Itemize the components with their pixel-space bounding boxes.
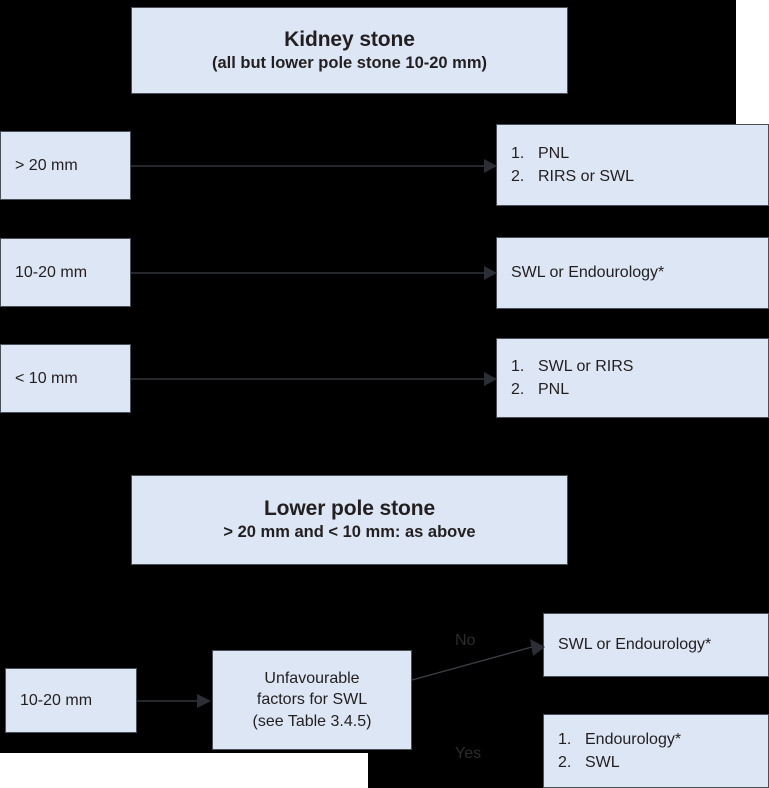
outcome-box-no: SWL or Endourology* bbox=[543, 613, 769, 677]
treatment-box-10-20mm: SWL or Endourology* bbox=[496, 237, 769, 309]
lower-pole-title: Lower pole stone bbox=[263, 497, 436, 521]
kidney-stone-header-box: Kidney stone (all but lower pole stone 1… bbox=[131, 7, 568, 94]
list-number: 2. bbox=[558, 754, 572, 771]
list-text: RIRS or SWL bbox=[538, 168, 635, 185]
size-label-10-20mm: 10-20 mm bbox=[15, 263, 88, 281]
lower-pole-header-box: Lower pole stone > 20 mm and < 10 mm: as… bbox=[131, 475, 568, 565]
size-label-over-20mm: > 20 mm bbox=[15, 156, 78, 174]
list-number: 1. bbox=[511, 144, 525, 162]
treatment-list-under-10mm: 1. SWL or RIRS 2. PNL bbox=[511, 355, 633, 401]
list-number: 2. bbox=[511, 381, 525, 398]
size-box-under-10mm: < 10 mm bbox=[0, 344, 131, 413]
size-label-under-10mm: < 10 mm bbox=[15, 369, 78, 387]
size-label-lower-10-20mm: 10-20 mm bbox=[20, 691, 93, 709]
list-text: PNL bbox=[538, 144, 570, 162]
branch-label-no: No bbox=[455, 632, 476, 649]
lower-pole-subtitle: > 20 mm and < 10 mm: as above bbox=[223, 523, 476, 542]
outcome-text-no: SWL or Endourology* bbox=[558, 636, 712, 654]
kidney-stone-title: Kidney stone bbox=[284, 27, 415, 51]
list-text: SWL bbox=[585, 754, 620, 771]
list-item: 2. PNL bbox=[511, 378, 633, 401]
list-text: SWL or RIRS bbox=[538, 357, 634, 375]
treatment-box-under-10mm: 1. SWL or RIRS 2. PNL bbox=[496, 338, 769, 418]
size-box-lower-10-20mm: 10-20 mm bbox=[5, 668, 137, 733]
branch-label-yes: Yes bbox=[455, 745, 482, 762]
list-number: 1. bbox=[511, 357, 525, 375]
decision-line-1: Unfavourable bbox=[264, 669, 360, 687]
list-item: 1. SWL or RIRS bbox=[511, 355, 633, 378]
size-box-10-20mm: 10-20 mm bbox=[0, 238, 131, 307]
decision-box-unfavourable-factors: Unfavourable factors for SWL (see Table … bbox=[212, 650, 412, 750]
list-text: Endourology* bbox=[585, 730, 682, 748]
list-item: 2. RIRS or SWL bbox=[511, 165, 634, 188]
list-number: 1. bbox=[558, 730, 572, 748]
treatment-text-10-20mm: SWL or Endourology* bbox=[511, 264, 665, 282]
outcome-box-yes: 1. Endourology* 2. SWL bbox=[543, 714, 769, 788]
list-text: PNL bbox=[538, 381, 570, 398]
list-number: 2. bbox=[511, 168, 525, 185]
list-item: 1. Endourology* bbox=[558, 728, 681, 751]
decision-line-3: (see Table 3.4.5) bbox=[252, 712, 372, 730]
treatment-list-over-20mm: 1. PNL 2. RIRS or SWL bbox=[511, 142, 634, 188]
list-item: 1. PNL bbox=[511, 142, 634, 165]
list-item: 2. SWL bbox=[558, 751, 681, 774]
size-box-over-20mm: > 20 mm bbox=[0, 131, 131, 200]
treatment-box-over-20mm: 1. PNL 2. RIRS or SWL bbox=[496, 124, 769, 206]
decision-line-2: factors for SWL bbox=[256, 691, 368, 709]
outcome-list-yes: 1. Endourology* 2. SWL bbox=[558, 728, 681, 774]
kidney-stone-subtitle: (all but lower pole stone 10-20 mm) bbox=[211, 53, 488, 72]
